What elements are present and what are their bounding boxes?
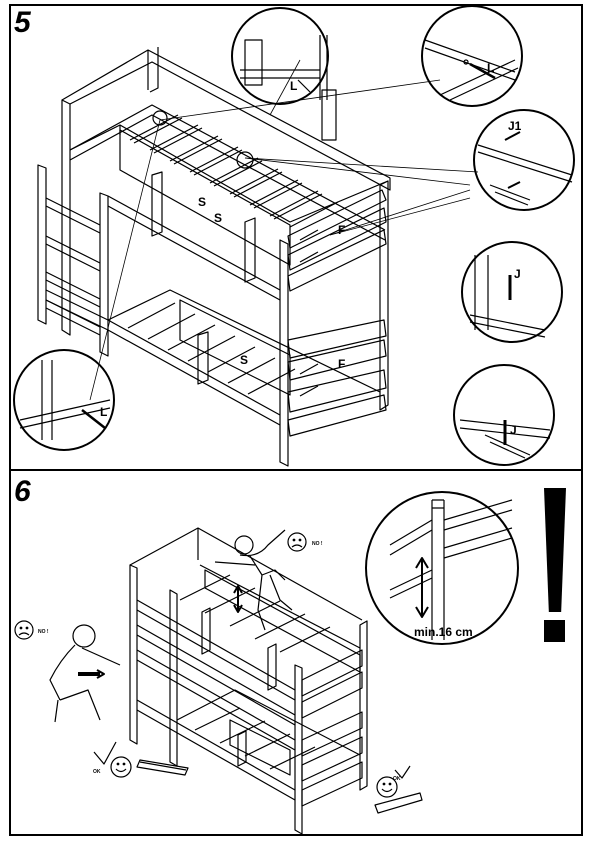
label-s-lower: S	[240, 353, 248, 367]
step5-bunk-bed	[37, 47, 479, 467]
label-f-upper: F	[338, 223, 345, 237]
label-j-lower: J	[510, 423, 517, 437]
callout-j1	[473, 109, 575, 211]
label-l-bottom: L	[100, 405, 107, 419]
child-climbing-figure	[214, 529, 293, 631]
exclamation-icon	[541, 488, 573, 648]
happy-face-icon	[93, 741, 132, 778]
label-l-right: L	[487, 61, 494, 75]
sad-face-icon	[14, 620, 34, 640]
happy-face-icon	[376, 765, 411, 798]
label-ok-right: OK	[393, 776, 401, 782]
label-no-top: NO !	[312, 541, 323, 547]
label-f-lower: F	[338, 357, 345, 371]
callout-j-upper	[461, 241, 563, 343]
label-s-upper-b: S	[214, 211, 222, 225]
sad-face-icon	[287, 532, 307, 552]
label-s-upper-a: S	[198, 195, 206, 209]
page-frame	[9, 4, 583, 836]
label-j-upper: J	[514, 267, 521, 281]
callout-l-right	[421, 5, 523, 107]
callout-guard-height	[365, 491, 519, 645]
label-j1: J1	[508, 119, 522, 133]
step-5-number: 5	[14, 6, 31, 39]
callout-l-bottom	[13, 349, 115, 451]
step6-bunk-bed	[129, 527, 368, 835]
min-distance-label: min.16 cm	[414, 625, 473, 639]
label-l-top: L	[290, 79, 297, 93]
label-ok-left: OK	[93, 769, 101, 775]
callout-l-top	[231, 7, 329, 105]
step-6-number: 6	[14, 475, 31, 508]
callout-j-lower	[453, 364, 555, 466]
step-divider	[9, 469, 583, 471]
adult-pulling-figure	[49, 624, 121, 723]
label-no-left: NO !	[38, 629, 49, 635]
